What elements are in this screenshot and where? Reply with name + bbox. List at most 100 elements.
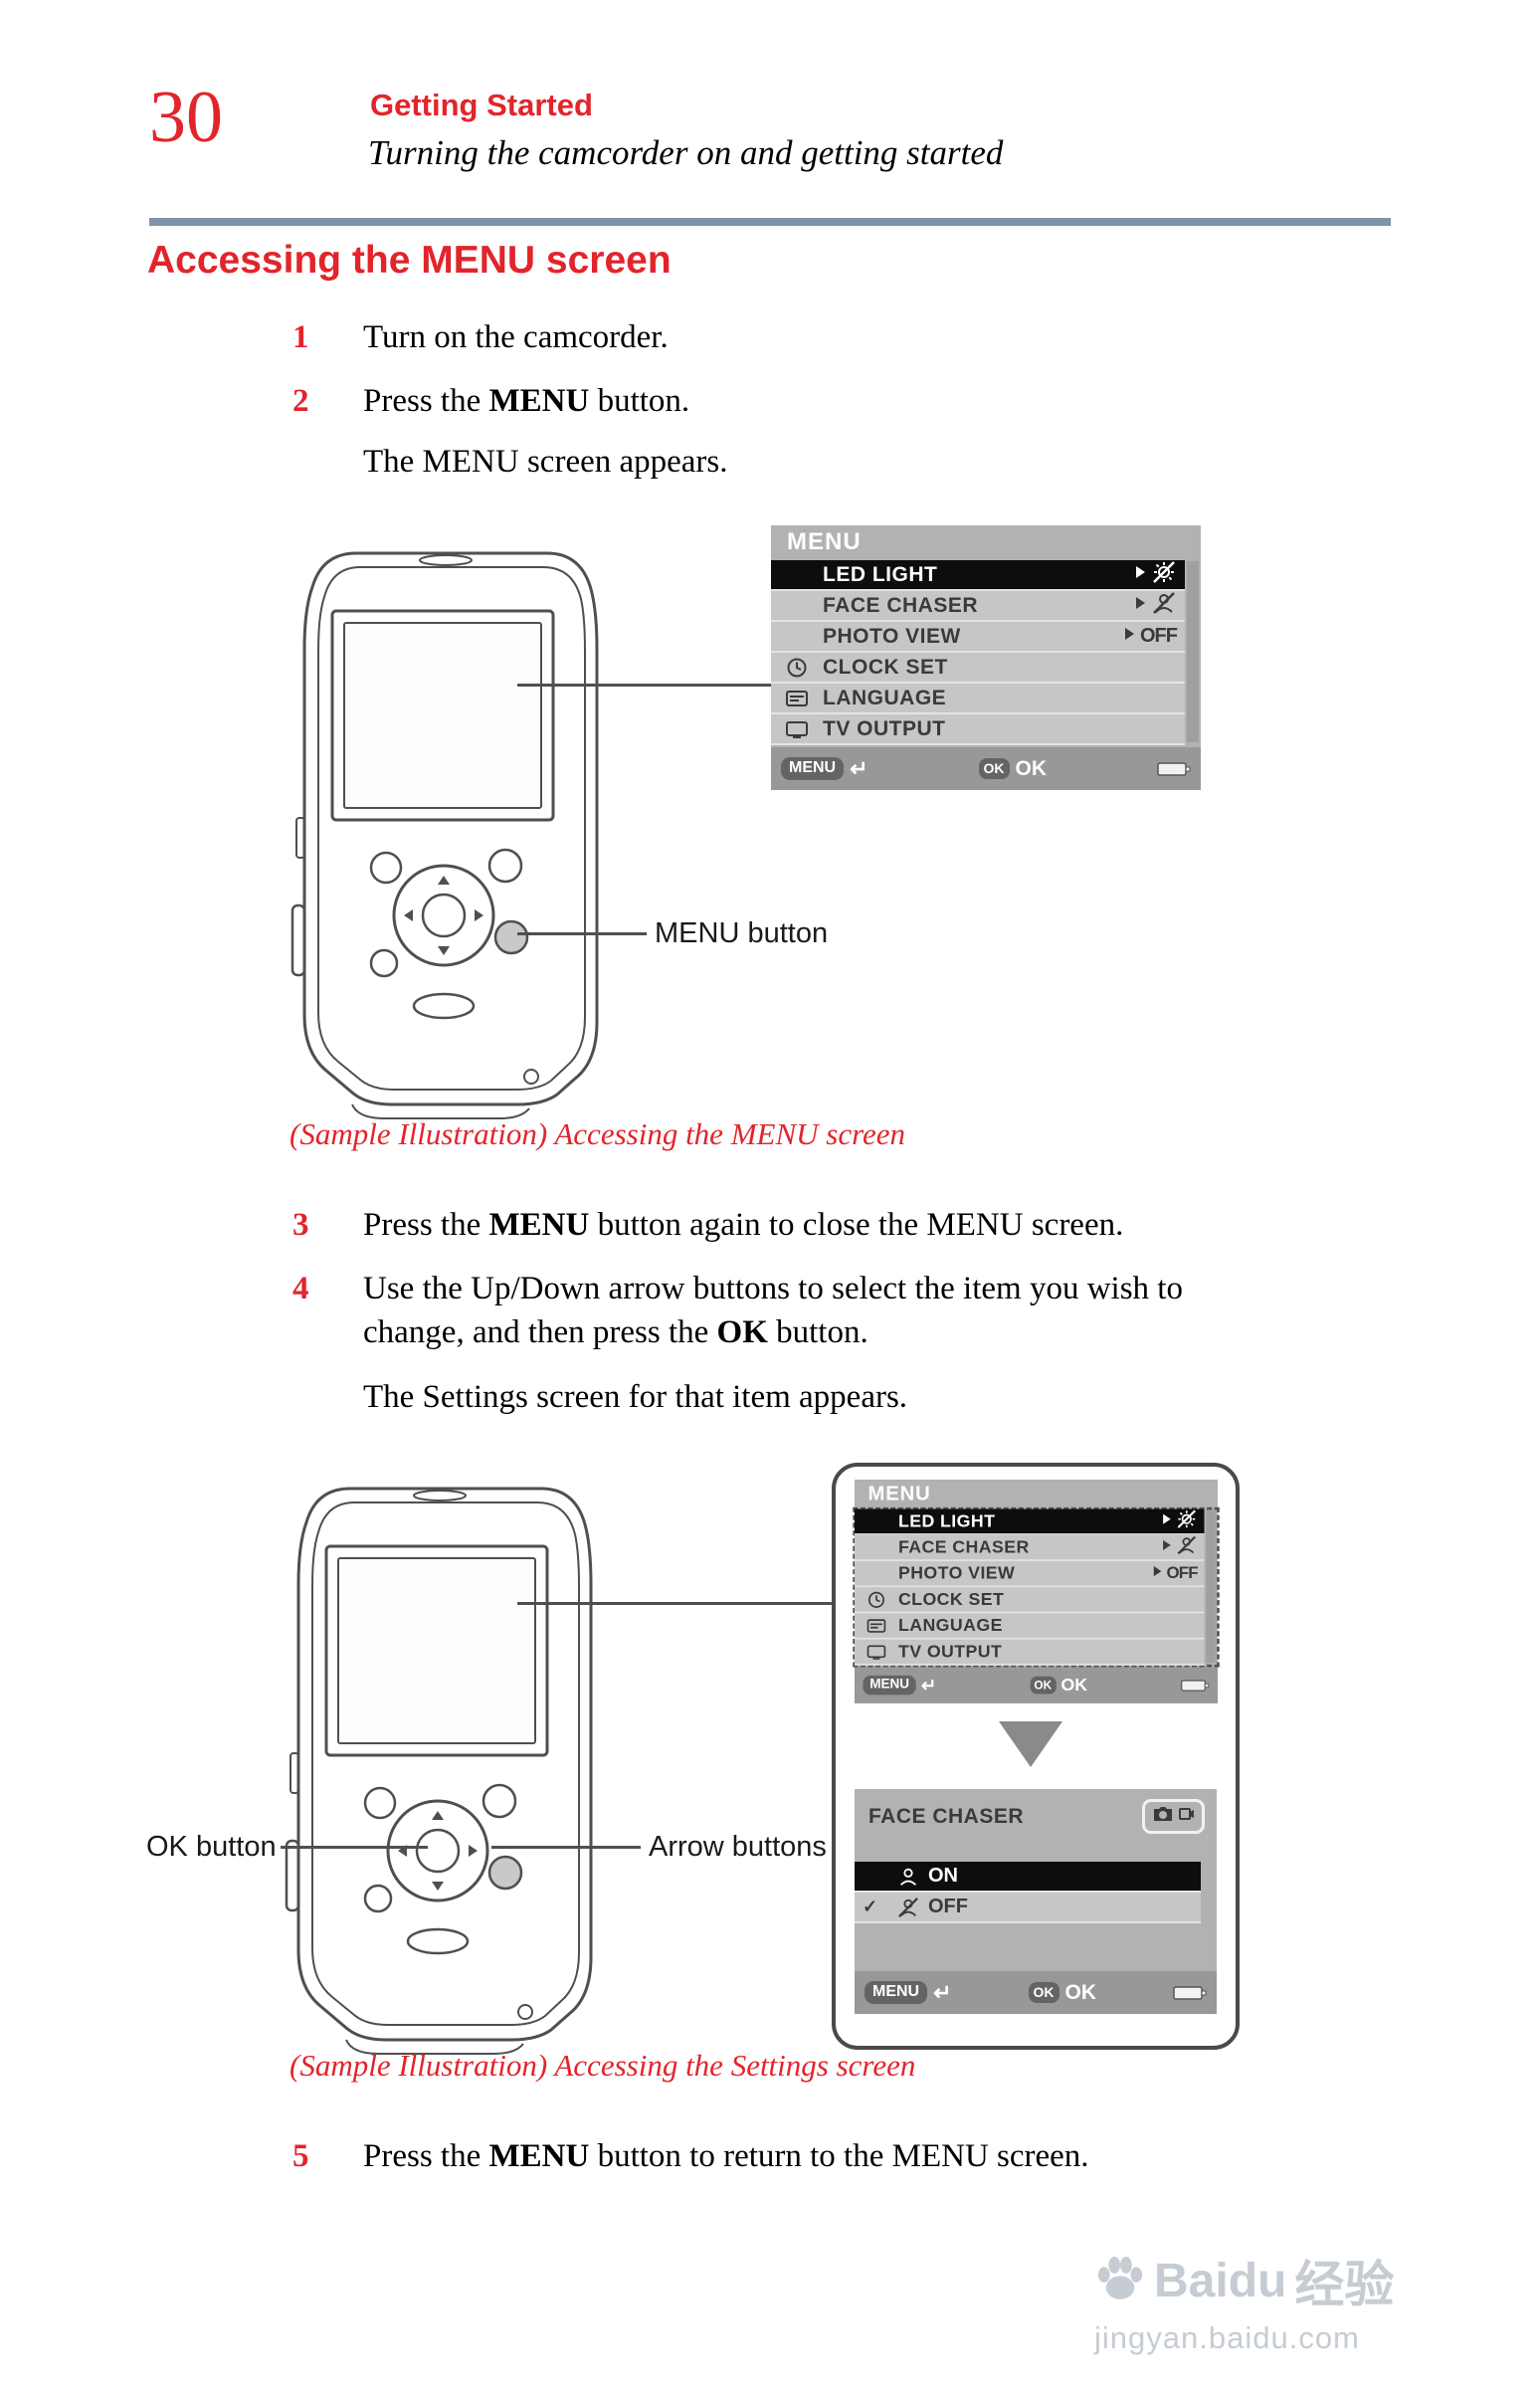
step-3: 3 Press the MENU button again to close t… bbox=[292, 1204, 1297, 1248]
step-number: 4 bbox=[292, 1271, 309, 1306]
ok-hint-label: OK bbox=[1015, 756, 1048, 780]
menu-items: LED LIGHT FACE CHASER PHOT bbox=[853, 1506, 1220, 1668]
menu-screen-small-wrap: MENU LED LIGHT FACE CHASER bbox=[853, 1480, 1220, 1703]
menu-item-label: CLOCK SET bbox=[823, 655, 948, 679]
menu-item-right: OFF bbox=[1152, 1564, 1204, 1583]
section-subtitle: Turning the camcorder on and getting sta… bbox=[368, 133, 1004, 172]
menu-item-label: LANGUAGE bbox=[823, 686, 947, 709]
footer-ok-hint: OK OK bbox=[978, 756, 1048, 781]
menu-item-label: TV OUTPUT bbox=[823, 716, 946, 740]
photo-view-value: OFF bbox=[1166, 1563, 1198, 1583]
footer-ok-hint: OK OK bbox=[1028, 1981, 1096, 2005]
settings-title: FACE CHASER bbox=[868, 1804, 1025, 1828]
menu-item-clock-set: CLOCK SET bbox=[855, 1587, 1205, 1614]
clock-icon bbox=[855, 1590, 898, 1609]
footer-ok-hint: OK OK bbox=[1030, 1675, 1087, 1695]
menu-item-photo-view: PHOTO VIEW OFF bbox=[855, 1560, 1205, 1588]
led-off-icon bbox=[1176, 1509, 1198, 1534]
step-text-bold: OK bbox=[716, 1313, 768, 1350]
menu-button-callout-line bbox=[517, 932, 647, 935]
menu-item-face-chaser: FACE CHASER bbox=[855, 1534, 1205, 1561]
step-text: Press the MENU button to return to the M… bbox=[363, 2135, 1263, 2179]
submenu-arrow-icon bbox=[1152, 1565, 1162, 1581]
screen-connector-line bbox=[517, 1602, 832, 1605]
screen-connector-line bbox=[517, 684, 771, 687]
battery-icon bbox=[1157, 760, 1191, 778]
menu-key-icon: MENU bbox=[863, 1675, 916, 1696]
menu-item-language: LANGUAGE bbox=[771, 684, 1185, 714]
footer-menu-hint: MENU ↵ bbox=[863, 1675, 936, 1697]
step-text-segment: button. bbox=[767, 1313, 868, 1350]
baidu-paw-icon bbox=[1094, 2253, 1146, 2309]
option-on: ON bbox=[855, 1862, 1201, 1893]
watermark-brand: Baidu bbox=[1154, 2254, 1287, 2307]
return-icon: ↵ bbox=[850, 755, 868, 781]
camera-icon bbox=[1152, 1805, 1174, 1828]
footer-menu-hint: MENU ↵ bbox=[865, 1980, 952, 2006]
section-title: Getting Started bbox=[370, 88, 593, 122]
photo-view-value: OFF bbox=[1140, 625, 1178, 647]
step-text-segment: button again to close the MENU screen. bbox=[589, 1207, 1124, 1243]
flow-down-arrow-icon bbox=[999, 1721, 1062, 1767]
watermark-url: jingyan.baidu.com bbox=[1094, 2320, 1360, 2355]
arrow-buttons-callout: Arrow buttons bbox=[649, 1831, 827, 1863]
step-text: Press the MENU button. bbox=[363, 380, 1263, 424]
menu-item-label: FACE CHASER bbox=[823, 593, 979, 617]
menu-title: MENU bbox=[787, 528, 862, 555]
menu-item-label: CLOCK SET bbox=[897, 1589, 1005, 1609]
return-icon: ↵ bbox=[920, 1674, 937, 1696]
battery-icon bbox=[1173, 1984, 1207, 2002]
page-heading: Accessing the MENU screen bbox=[147, 239, 672, 282]
step-text-segment: Press the bbox=[363, 1207, 489, 1243]
lcd-footer: MENU ↵ OK OK bbox=[855, 1667, 1219, 1703]
menu-item-clock-set: CLOCK SET bbox=[771, 653, 1185, 684]
step-text: Use the Up/Down arrow buttons to select … bbox=[363, 1268, 1263, 1354]
ok-hint-label: OK bbox=[1060, 1675, 1088, 1695]
header-divider bbox=[149, 218, 1391, 226]
menu-key-icon: MENU bbox=[781, 757, 845, 780]
lcd-footer: MENU ↵ OK OK bbox=[855, 1971, 1217, 2014]
ok-key-icon: OK bbox=[1030, 1676, 1057, 1695]
step-number: 1 bbox=[292, 319, 309, 355]
face-chaser-off-icon bbox=[1176, 1535, 1198, 1560]
camcorder-illustration bbox=[287, 519, 615, 1126]
submenu-arrow-icon bbox=[1161, 1539, 1171, 1555]
menu-item-photo-view: PHOTO VIEW OFF bbox=[771, 622, 1185, 653]
lcd-scrollbar bbox=[1187, 561, 1199, 742]
return-icon: ↵ bbox=[933, 1979, 952, 2005]
figure2-caption: (Sample Illustration) Accessing the Sett… bbox=[289, 2048, 916, 2083]
watermark-brand-cn: 经验 bbox=[1294, 2257, 1395, 2312]
menu-item-label: FACE CHASER bbox=[897, 1536, 1030, 1557]
settings-screen: FACE CHASER ON ✓ OFF MENU ↵ bbox=[855, 1789, 1217, 2014]
led-off-icon bbox=[1151, 560, 1177, 589]
step-4-result: The Settings screen for that item appear… bbox=[363, 1379, 908, 1415]
watermark: Baidu 经验 jingyan.baidu.com bbox=[1094, 2245, 1394, 2356]
tv-output-icon bbox=[771, 720, 823, 738]
movie-icon bbox=[1179, 1807, 1195, 1826]
menu-screen: MENU LED LIGHT FACE CHASER PH bbox=[771, 525, 1201, 790]
step-text-bold: MENU bbox=[488, 1207, 590, 1243]
menu-item-right bbox=[1161, 1535, 1204, 1560]
lcd-scrollbar bbox=[1206, 1509, 1217, 1664]
mode-indicator bbox=[1142, 1799, 1205, 1834]
menu-item-right bbox=[1161, 1509, 1204, 1534]
submenu-arrow-icon bbox=[1134, 596, 1146, 615]
menu-item-led-light: LED LIGHT bbox=[771, 560, 1185, 591]
option-label: ON bbox=[928, 1865, 958, 1887]
submenu-arrow-icon bbox=[1134, 565, 1146, 584]
language-icon bbox=[855, 1617, 898, 1634]
step-text-segment: Turn on the camcorder. bbox=[363, 319, 669, 355]
step-number: 5 bbox=[292, 2138, 309, 2174]
clock-icon bbox=[771, 657, 823, 679]
menu-item-label: LED LIGHT bbox=[897, 1510, 996, 1531]
step-4: 4 Use the Up/Down arrow buttons to selec… bbox=[292, 1268, 1297, 1354]
ok-key-icon: OK bbox=[978, 758, 1010, 779]
submenu-arrow-icon bbox=[1161, 1513, 1171, 1529]
watermark-logo-row: Baidu 经验 bbox=[1094, 2245, 1394, 2316]
step-1: 1 Turn on the camcorder. bbox=[292, 316, 1297, 360]
menu-item-face-chaser: FACE CHASER bbox=[771, 591, 1185, 622]
step-text-segment: Press the bbox=[363, 383, 489, 419]
menu-item-led-light: LED LIGHT bbox=[855, 1508, 1205, 1535]
menu-item-tv-output: TV OUTPUT bbox=[771, 714, 1185, 745]
figure1-caption: (Sample Illustration) Accessing the MENU… bbox=[289, 1116, 906, 1151]
